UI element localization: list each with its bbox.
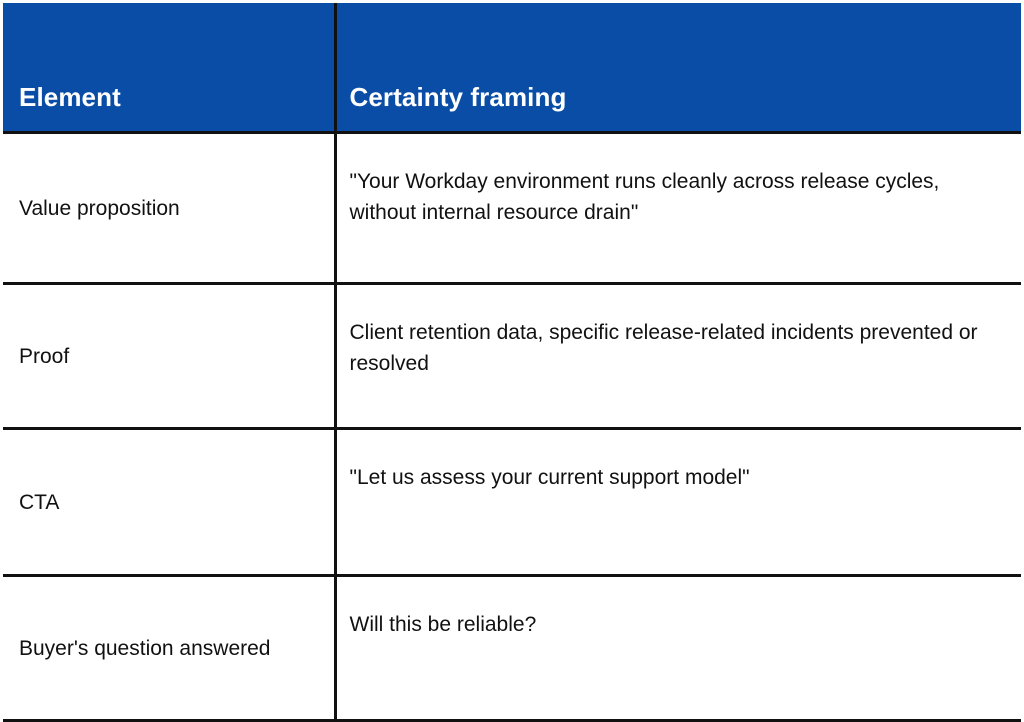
table-row: Proof Client retention data, specific re… xyxy=(3,282,1021,429)
table-row: CTA "Let us assess your current support … xyxy=(3,427,1021,576)
certainty-framing-table: Element Certainty framing Value proposit… xyxy=(3,3,1021,722)
header-row: Element Certainty framing xyxy=(3,3,1021,133)
cell-framing-proof: Client retention data, specific release-… xyxy=(333,282,1021,429)
column-header-element: Element xyxy=(3,3,335,133)
cell-element-value-proposition: Value proposition xyxy=(3,131,335,284)
table-header: Element Certainty framing xyxy=(3,3,1021,133)
column-header-framing: Certainty framing xyxy=(333,3,1021,133)
cell-framing-value-proposition: "Your Workday environment runs cleanly a… xyxy=(333,131,1021,284)
cell-element-buyers-question: Buyer's question answered xyxy=(3,574,335,722)
cell-element-cta: CTA xyxy=(3,427,335,576)
cell-framing-buyers-question: Will this be reliable? xyxy=(333,574,1021,722)
table-body: Value proposition "Your Workday environm… xyxy=(3,131,1021,722)
table-row: Buyer's question answered Will this be r… xyxy=(3,574,1021,722)
cell-element-proof: Proof xyxy=(3,282,335,429)
cell-framing-cta: "Let us assess your current support mode… xyxy=(333,427,1021,576)
table-container: Element Certainty framing Value proposit… xyxy=(3,3,1021,722)
table-row: Value proposition "Your Workday environm… xyxy=(3,131,1021,284)
